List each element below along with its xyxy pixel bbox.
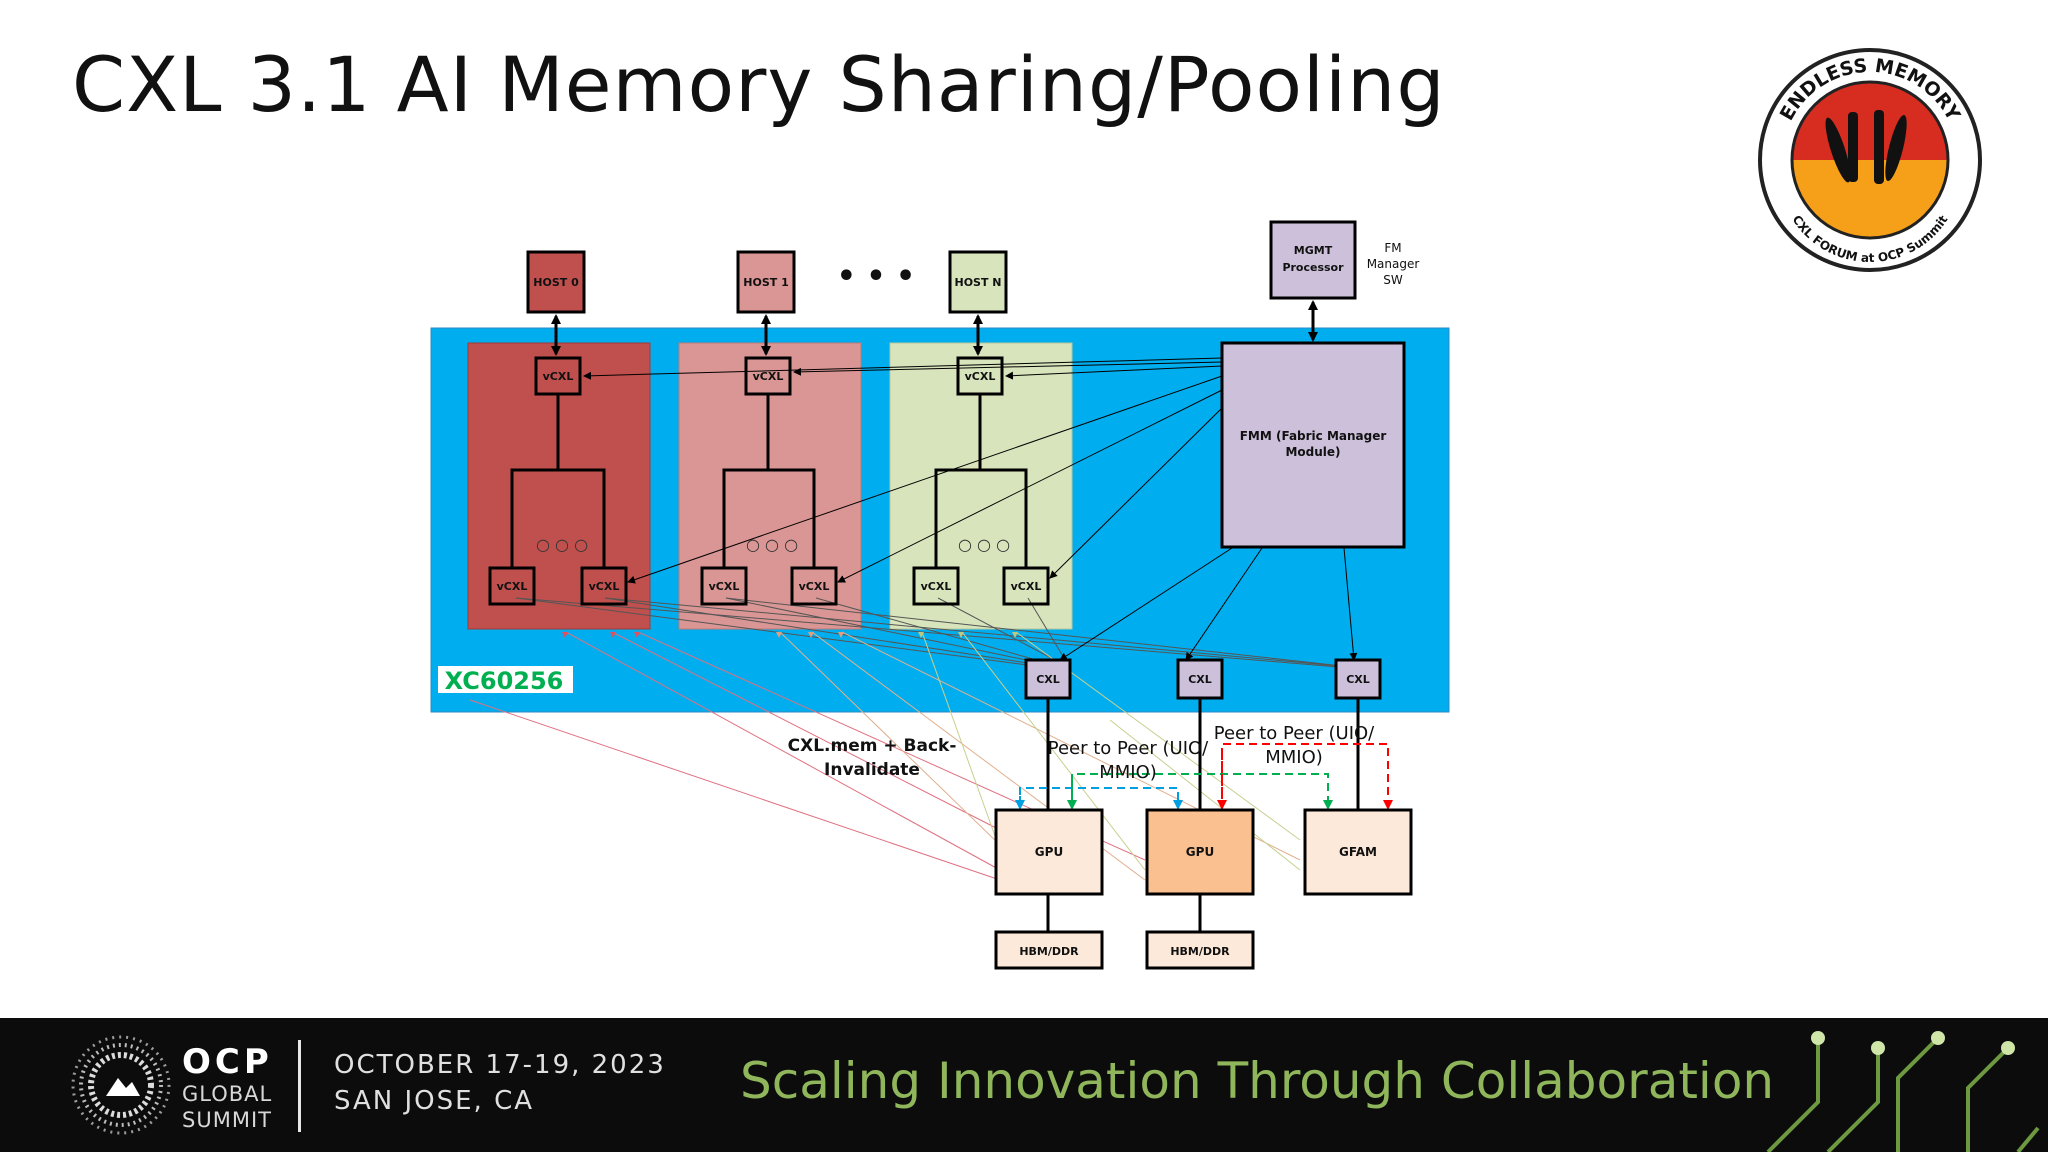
event-date: OCTOBER 17-19, 2023 xyxy=(334,1050,666,1080)
chip-label: XC60256 xyxy=(445,667,564,695)
host1-label: HOST 1 xyxy=(743,276,788,289)
event-tagline: Scaling Innovation Through Collaboration xyxy=(740,1052,1775,1110)
vcxl-label: vCXL xyxy=(1011,580,1042,593)
host0-label: HOST 0 xyxy=(533,276,579,289)
cxl-mem-label-line2: Invalidate xyxy=(824,760,920,780)
gpu-box-1 xyxy=(994,808,1104,896)
endless-memory-logo: ENDLESS MEMORY CXL FORUM at OCP Summit xyxy=(1758,48,1982,272)
vcxl-ellipsis: ○ ○ ○ xyxy=(536,535,588,554)
vcxl-label: vCXL xyxy=(543,370,574,383)
fmm-control-lines xyxy=(583,357,1358,661)
cxl-port-label: CXL xyxy=(1346,673,1370,686)
gpu-label: GPU xyxy=(1186,845,1214,859)
cxl-device-links xyxy=(1046,698,1360,932)
gpu-label: GPU xyxy=(1035,845,1063,859)
host-links xyxy=(551,314,983,356)
fmm-label-line1: FMM (Fabric Manager xyxy=(1240,429,1387,443)
partition-hostN xyxy=(889,342,1073,630)
cxl-port-label: CXL xyxy=(1036,673,1060,686)
vcxl-label: vCXL xyxy=(497,580,528,593)
ocp-brand-summit: SUMMIT xyxy=(182,1108,272,1132)
footer-bar: OCP GLOBAL SUMMIT OCTOBER 17-19, 2023 SA… xyxy=(0,1018,2048,1152)
tree-host0 xyxy=(488,356,628,606)
ocp-logo-icon xyxy=(71,1035,171,1135)
vcxl-label: vCXL xyxy=(921,580,952,593)
tree-hostN xyxy=(912,356,1050,606)
gfam-box xyxy=(1303,808,1413,896)
partition-host1 xyxy=(678,342,862,630)
gfam-label: GFAM xyxy=(1339,845,1377,859)
hosts-ellipsis: • • • xyxy=(837,259,915,294)
vcxl-label: vCXL xyxy=(589,580,620,593)
hostN-label: HOST N xyxy=(954,276,1001,289)
fanout-lines xyxy=(469,597,1361,881)
hbm-label: HBM/DDR xyxy=(1019,945,1079,958)
fm-sw-line2: Manager xyxy=(1367,257,1420,271)
cxl-port-label: CXL xyxy=(1188,673,1212,686)
mgmt-label-line1: MGMT xyxy=(1294,244,1333,257)
host1-box xyxy=(736,250,796,314)
p2p-label-b-line1: Peer to Peer (UIO/ xyxy=(1214,723,1375,744)
mgmt-processor-box xyxy=(1269,220,1357,300)
hostN-box xyxy=(948,250,1008,314)
vcxl-label: vCXL xyxy=(965,370,996,383)
fm-sw-line1: FM xyxy=(1384,241,1401,255)
p2p-label-a-line2: MMIO) xyxy=(1099,762,1157,783)
fmm-box xyxy=(1220,341,1406,549)
slide-title: CXL 3.1 AI Memory Sharing/Pooling xyxy=(72,40,1446,129)
vcxl-label: vCXL xyxy=(799,580,830,593)
partition-host0 xyxy=(467,342,651,630)
footer-divider xyxy=(298,1040,301,1132)
hbm-box-1 xyxy=(994,930,1104,970)
partition-bottom-arrows xyxy=(562,632,1018,638)
vcxl-ellipsis: ○ ○ ○ xyxy=(746,535,798,554)
fmm-label-line2: Module) xyxy=(1285,445,1340,459)
chip-label-box xyxy=(438,666,573,693)
vcxl-ellipsis: ○ ○ ○ xyxy=(958,535,1010,554)
cxl-mem-label-line1: CXL.mem + Back- xyxy=(788,736,957,756)
fm-sw-line3: SW xyxy=(1383,273,1403,287)
circuit-decoration-icon xyxy=(1766,1031,2040,1152)
host0-box xyxy=(526,250,586,314)
gpu-box-2 xyxy=(1145,808,1255,896)
mgmt-label-line2: Processor xyxy=(1282,261,1344,274)
event-location: SAN JOSE, CA xyxy=(334,1086,535,1116)
p2p-dashed xyxy=(1015,743,1393,810)
ocp-brand-global: GLOBAL xyxy=(182,1082,273,1106)
surfer-icon xyxy=(1874,110,1884,184)
hbm-box-2 xyxy=(1145,930,1255,970)
p2p-label-b-line2: MMIO) xyxy=(1265,747,1323,768)
vcxl-label: vCXL xyxy=(753,370,784,383)
tree-host1 xyxy=(700,356,838,606)
hbm-label: HBM/DDR xyxy=(1170,945,1230,958)
vcxl-label: vCXL xyxy=(709,580,740,593)
surfer-icon xyxy=(1848,112,1858,182)
ocp-brand: OCP xyxy=(182,1042,273,1082)
cxl-memory-diagram: HOST 0 HOST 1 HOST N • • • vCXL vCXL vCX… xyxy=(430,48,1982,970)
p2p-label-a-line1: Peer to Peer (UIO/ xyxy=(1048,738,1209,759)
